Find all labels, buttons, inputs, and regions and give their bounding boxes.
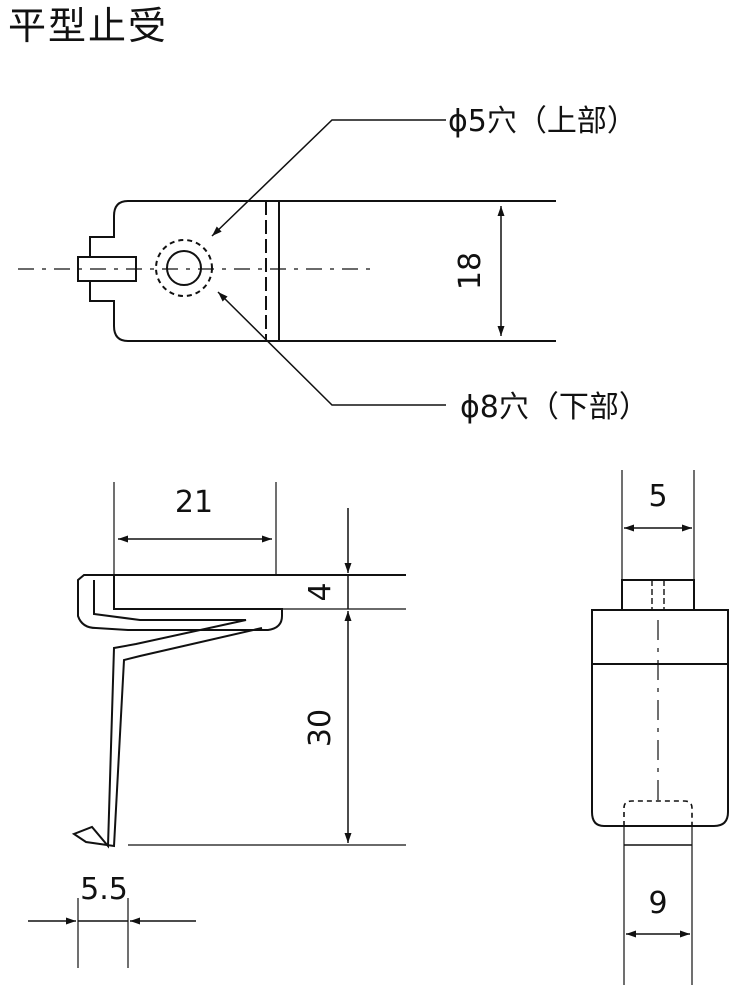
dim-4-label: 4 (303, 582, 338, 601)
dim-18-label: 18 (453, 252, 488, 290)
front-view (591, 470, 729, 985)
front-top-tab (621, 579, 695, 611)
drawing-title: 平型止受 (8, 4, 169, 48)
dim-21-label: 21 (175, 485, 213, 520)
side-hook-outer (77, 574, 283, 631)
front-body (591, 609, 729, 827)
lower-hole-8mm (155, 239, 213, 297)
dim-9-label: 9 (648, 886, 667, 921)
top-view (18, 119, 556, 406)
callout-lower-leader (217, 291, 446, 406)
callout-upper-label: ϕ5穴（上部） (448, 104, 637, 139)
dim-5-5-label: 5.5 (80, 872, 128, 907)
upper-hole-5mm (166, 250, 202, 286)
callout-upper-leader (211, 119, 446, 237)
front-bottom-slot (623, 800, 693, 826)
side-view (28, 482, 406, 968)
dim-30-label: 30 (303, 709, 338, 747)
callout-lower-label: ϕ8穴（下部） (460, 390, 649, 425)
side-hook-spring (71, 580, 263, 849)
dim-5-label: 5 (648, 479, 667, 514)
